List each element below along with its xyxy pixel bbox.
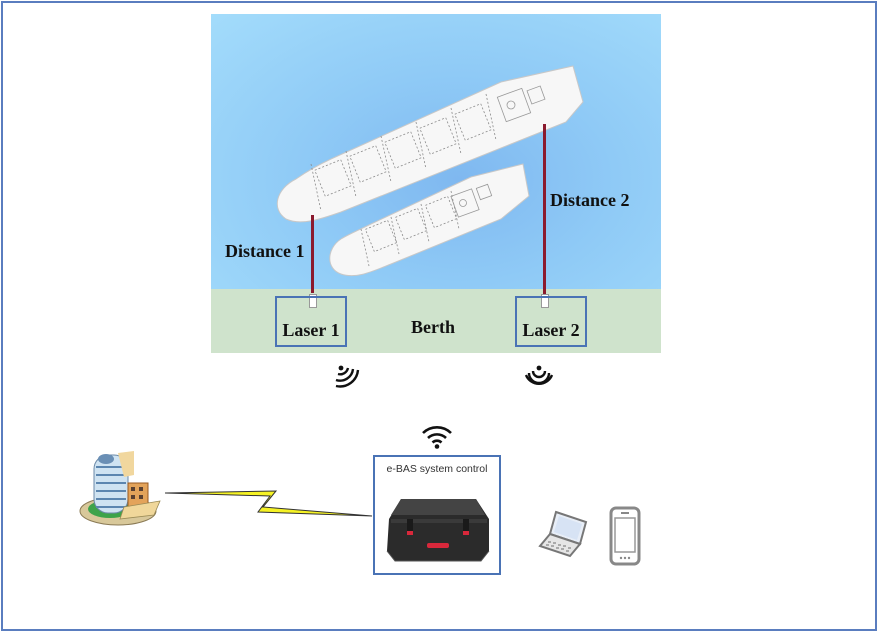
wireless-signal-icon [524, 365, 554, 385]
laptop-icon [538, 510, 588, 558]
laser-2-box: Laser 2 [515, 296, 587, 347]
laser-2-sensor [541, 294, 549, 308]
ships-layer [276, 65, 584, 277]
wifi-icon [422, 426, 452, 449]
wireless-signal-icon [335, 365, 360, 388]
control-title: e-BAS system control [386, 463, 488, 475]
laser-1-label: Laser 1 [282, 320, 340, 340]
control-box: e-BAS system control [373, 455, 501, 575]
berth-label: Berth [411, 317, 455, 337]
laser-1-box: Laser 1 [275, 296, 347, 347]
laser-1-sensor [309, 294, 317, 308]
laser-2-beam [543, 124, 546, 294]
hard-case-icon [386, 499, 490, 562]
laser-1-beam [311, 215, 314, 293]
distance-1-label: Distance 1 [225, 241, 305, 261]
lightning-link-icon [164, 490, 373, 517]
ship-2 [329, 163, 530, 277]
smartphone-icon [609, 506, 641, 566]
berthing-scene: Laser 1 Laser 2 Berth Distance 1 Distanc… [211, 14, 661, 353]
ship-1 [276, 65, 584, 223]
office-building-icon [79, 451, 161, 526]
distance-2-label: Distance 2 [550, 190, 630, 210]
laser-2-label: Laser 2 [522, 320, 580, 340]
